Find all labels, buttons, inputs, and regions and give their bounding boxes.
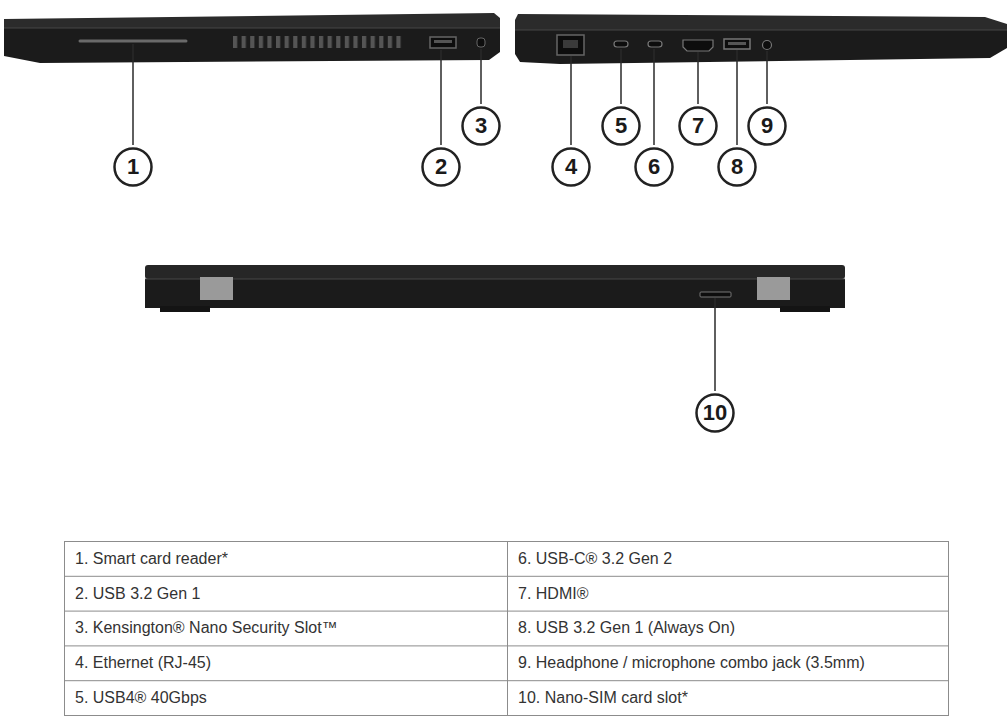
circle-shape [115,149,152,186]
table-cell: 6. USB-C® 3.2 Gen 2 [518,542,943,576]
callout-circle: 3 [461,106,501,146]
table-cell: 7. HDMI® [518,577,943,611]
leader-lines [133,44,767,391]
table-cell: 5. USB4® 40Gbps [75,681,502,715]
circle-shape [423,149,460,186]
table-cell: 1. Smart card reader* [75,542,502,576]
circle-shape [680,108,717,145]
circle-shape [697,395,734,432]
callout-circle: 1 [113,147,153,187]
circle-shape [719,149,756,186]
table-cell-text: 3. Kensington® Nano Security Slot™ [75,619,338,637]
callout-circle: 8 [717,147,757,187]
callout-number: 3 [475,115,487,137]
right-side-view [515,14,1007,64]
left-side-view [4,13,500,63]
rear-view [145,265,845,312]
callout-circle: 4 [551,147,591,187]
callout-number: 1 [127,156,139,178]
circle-shape [553,149,590,186]
callout-circle: 9 [747,106,787,146]
callout-circle: 7 [678,106,718,146]
circle-shape [463,108,500,145]
table-cell: 2. USB 3.2 Gen 1 [75,577,502,611]
circle-shape [749,108,786,145]
callout-number: 7 [692,115,704,137]
callout-number: 5 [615,115,627,137]
callout-number: 2 [435,156,447,178]
callout-circle: 10 [695,393,735,433]
table-cell-text: 4. Ethernet (RJ-45) [75,654,211,672]
callout-number: 4 [565,156,577,178]
table-cell: 8. USB 3.2 Gen 1 (Always On) [518,612,943,646]
table-cell: 9. Headphone / microphone combo jack (3.… [518,646,943,680]
callout-circle: 5 [601,106,641,146]
callout-number: 6 [648,156,660,178]
callout-number: 8 [731,156,743,178]
table-cell-text: 9. Headphone / microphone combo jack (3.… [518,654,865,672]
callout-number: 10 [703,402,727,424]
callout-circle: 2 [421,147,461,187]
table-cell-text: 6. USB-C® 3.2 Gen 2 [518,550,672,568]
circle-shape [636,149,673,186]
callout-number: 9 [761,115,773,137]
table-cell: 3. Kensington® Nano Security Slot™ [75,612,502,646]
table-cell-text: 2. USB 3.2 Gen 1 [75,585,200,603]
callout-circle: 6 [634,147,674,187]
table-cell-text: 5. USB4® 40Gbps [75,689,207,707]
circle-shape [603,108,640,145]
spec-table-grid [65,542,949,716]
table-cell-text: 10. Nano-SIM card slot* [518,689,688,707]
table-cell-text: 1. Smart card reader* [75,550,228,568]
table-cell-text: 8. USB 3.2 Gen 1 (Always On) [518,619,735,637]
table-cell-text: 7. HDMI® [518,585,588,603]
table-cell: 4. Ethernet (RJ-45) [75,646,502,680]
table-cell: 10. Nano-SIM card slot* [518,681,943,715]
